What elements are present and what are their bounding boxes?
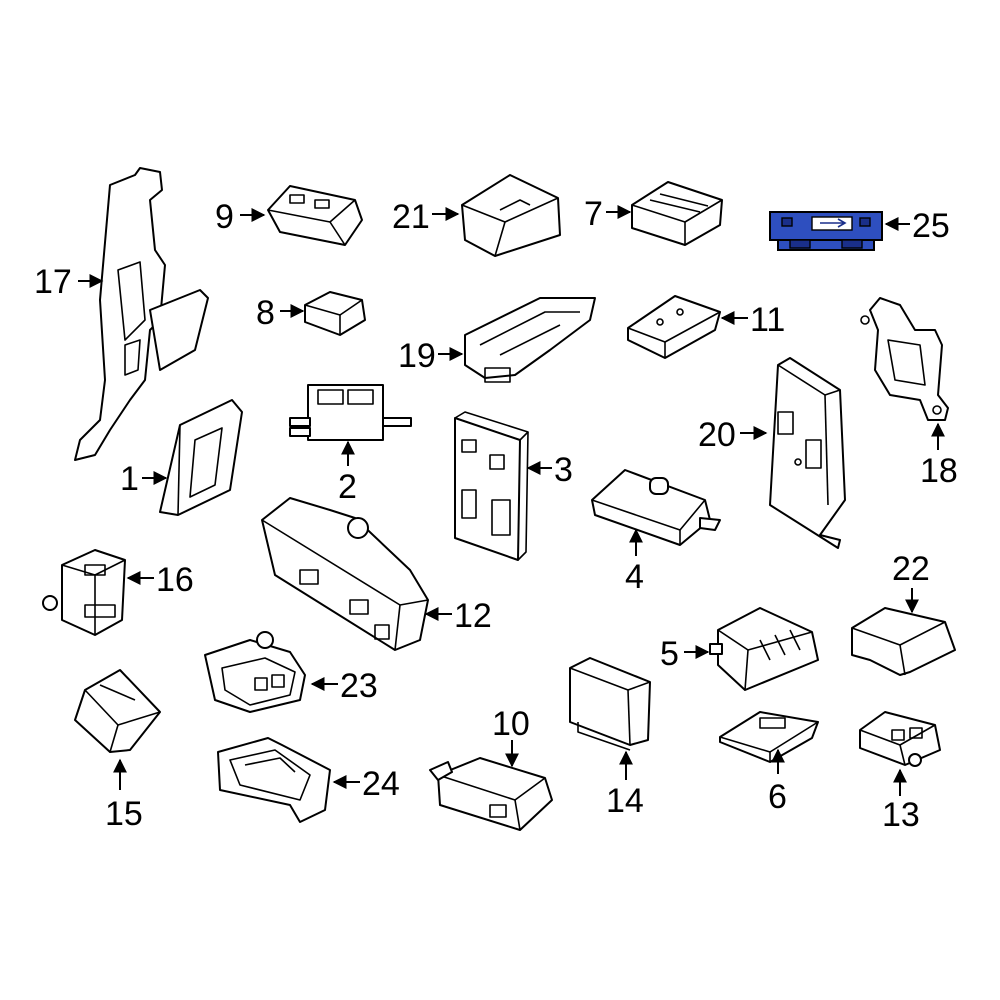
callout-2: 2 — [338, 468, 357, 506]
callout-4: 4 — [625, 558, 644, 596]
callout-7: 7 — [584, 195, 603, 233]
callout-23: 23 — [340, 667, 378, 705]
part-3-fuse-panel[interactable] — [454, 411, 529, 561]
part-13-relay[interactable] — [859, 711, 941, 767]
part-18-bracket[interactable] — [860, 297, 949, 421]
callout-9: 9 — [215, 198, 234, 236]
callout-24: 24 — [362, 765, 400, 803]
callout-11: 11 — [750, 301, 785, 339]
part-21-housing[interactable] — [461, 174, 561, 257]
part-10-control-unit[interactable] — [429, 757, 553, 831]
callout-14: 14 — [606, 782, 644, 820]
part-24-bracket[interactable] — [217, 737, 331, 823]
part-25-usb-hub[interactable] — [769, 211, 883, 251]
part-5-relay-module[interactable] — [709, 607, 819, 691]
part-16-module[interactable] — [42, 549, 126, 636]
part-23-sensor[interactable] — [204, 631, 306, 713]
part-19-tray[interactable] — [464, 297, 596, 383]
callout-20: 20 — [698, 416, 736, 454]
callout-25: 25 — [912, 207, 950, 245]
part-11-module[interactable] — [627, 295, 721, 359]
part-15-module[interactable] — [74, 669, 161, 753]
part-14-module[interactable] — [569, 657, 651, 751]
part-20-junction-box[interactable] — [769, 357, 846, 549]
callout-19: 19 — [398, 337, 436, 375]
callout-18: 18 — [920, 452, 958, 490]
callout-3: 3 — [554, 451, 573, 489]
callout-10: 10 — [492, 705, 530, 743]
callout-15: 15 — [105, 795, 143, 833]
part-22-cover[interactable] — [851, 607, 956, 676]
part-8-module[interactable] — [304, 291, 366, 336]
callout-16: 16 — [156, 561, 194, 599]
callout-8: 8 — [256, 294, 275, 332]
callout-5: 5 — [660, 635, 679, 673]
callout-22: 22 — [892, 550, 930, 588]
callout-21: 21 — [392, 198, 430, 236]
callout-17: 17 — [34, 263, 72, 301]
part-2-connector-block[interactable] — [289, 384, 412, 441]
part-9-module[interactable] — [267, 185, 363, 246]
part-1-control-unit[interactable] — [159, 399, 243, 516]
part-17-bracket[interactable] — [74, 167, 209, 461]
callout-12: 12 — [454, 597, 492, 635]
callout-6: 6 — [768, 778, 787, 816]
callout-13: 13 — [882, 796, 920, 834]
part-4-control-unit[interactable] — [591, 469, 721, 546]
part-6-module[interactable] — [719, 711, 819, 763]
part-7-module[interactable] — [631, 181, 723, 246]
part-12-fuse-box[interactable] — [261, 497, 429, 651]
callout-1: 1 — [120, 460, 139, 498]
